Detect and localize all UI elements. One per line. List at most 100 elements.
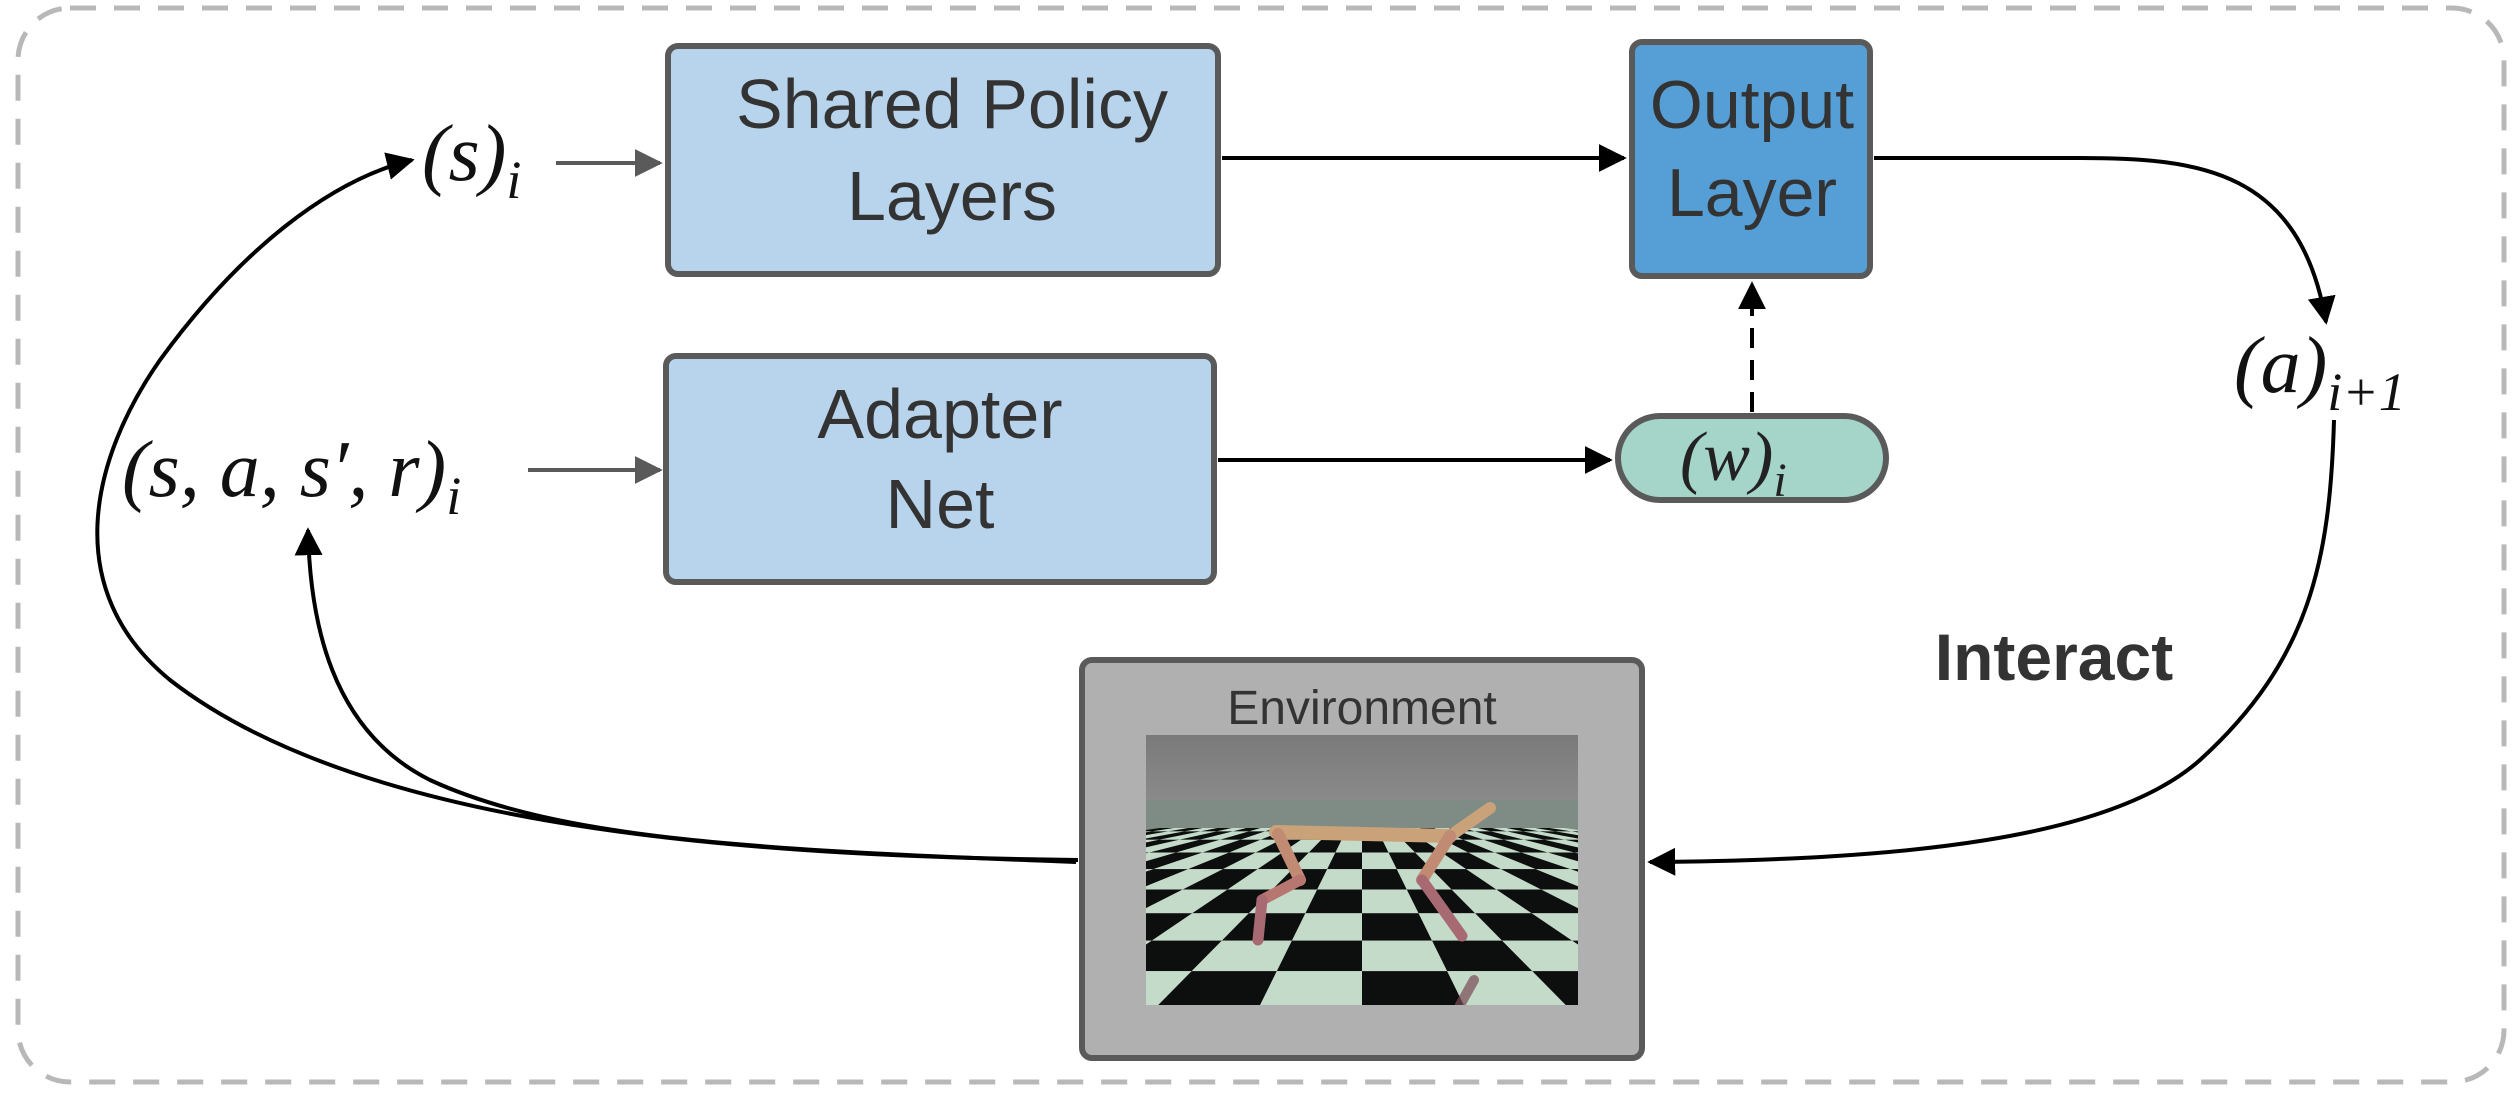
adapter-net-box: Adapter Net (663, 353, 1217, 585)
floor-tile (1308, 839, 1342, 853)
floor-tile (1550, 828, 1578, 832)
floor-tile (596, 941, 802, 972)
floor-tile (1216, 828, 1247, 832)
floor-tile (1852, 941, 2043, 972)
floor-tile (2299, 971, 2520, 1005)
output-layer-line2: Layer (1667, 155, 1837, 231)
floor-tile (1431, 869, 1497, 890)
floor-tile (1642, 941, 1788, 972)
floor-tile (1188, 852, 1256, 870)
floor-tile (1758, 913, 1922, 940)
floor-tile (547, 971, 766, 1005)
floor-tile (740, 889, 914, 913)
floor-tile (1191, 940, 1292, 972)
floor-tile (1222, 852, 1283, 870)
floor-tile (802, 913, 966, 940)
floor-tile (1146, 940, 1222, 972)
floor-tile (942, 913, 1079, 940)
floor-tile (1675, 869, 1810, 889)
floor-tile (38, 971, 340, 1005)
floor-tile (1192, 889, 1273, 914)
floor-tile (1631, 889, 1758, 913)
floor-tile (1958, 971, 2177, 1005)
floor-tile (966, 889, 1093, 913)
floor-tile (1146, 831, 1169, 836)
floor-tile (1744, 869, 1899, 889)
arrow-output-to-action (1874, 156, 2336, 325)
floor-tile (1502, 940, 1578, 972)
floor-tile (1146, 889, 1183, 909)
floor-tile (1146, 852, 1203, 870)
floor-tile (2384, 971, 2520, 1005)
floor-tile (1159, 831, 1217, 840)
floor-tile (1483, 839, 1548, 853)
shared-policy-line2: Layers (847, 157, 1057, 235)
floor-tile (1146, 971, 1192, 1005)
floor-tile (2098, 913, 2343, 940)
floor-tile (1282, 839, 1322, 853)
floor-tile (1292, 852, 1336, 870)
floor-tile (1571, 831, 1578, 833)
floor-tile (1640, 869, 1765, 889)
floor-tile (853, 889, 1004, 913)
adapter-net-line2: Net (886, 465, 995, 543)
floor-tile (1712, 941, 1873, 972)
floor-tile (1146, 852, 1150, 854)
floor-tile (1815, 913, 1993, 940)
environment-simulation-image (38, 735, 2520, 1005)
floor-tile (1524, 839, 1578, 853)
floor-tile (1984, 913, 2202, 940)
floor-tile (1944, 889, 2154, 913)
floor-tile (1504, 839, 1575, 853)
outer-frame (15, 5, 2507, 1085)
floor-tile (936, 941, 1082, 972)
floor-tile (1507, 831, 1565, 840)
floor-tile (2273, 941, 2520, 972)
floor-tile (735, 869, 910, 889)
floor-tile (1873, 971, 2075, 1005)
floor-tile (381, 913, 626, 940)
floor-tile (521, 913, 739, 940)
arrow-action-to-environment (1647, 419, 2336, 876)
floor-tile (340, 941, 591, 972)
floor-tile (1362, 940, 1448, 972)
floor-tile (1168, 828, 1203, 832)
floor-tile (1146, 831, 1185, 839)
floor-tile (1441, 852, 1502, 870)
floor-tile (1179, 831, 1233, 840)
floor-tile (1492, 828, 1524, 832)
floor-tile (1146, 869, 1189, 887)
floor-tile (2469, 971, 2520, 1005)
floor-tile (1703, 971, 1872, 1005)
arrow-environment-to-transition (294, 527, 1077, 864)
adapter-net-line1: Adapter (817, 375, 1062, 453)
floor-tile (1229, 839, 1281, 853)
floor-tile (1146, 869, 1154, 872)
floor-tile (1645, 913, 1782, 940)
floor-tile (1158, 971, 1277, 1005)
floor-tile (1564, 839, 1578, 843)
floor-tile (1676, 889, 1815, 913)
floor-tile (1249, 828, 1276, 832)
floor-tile (1531, 913, 1578, 941)
floor-tile (1402, 839, 1442, 853)
floor-tile (824, 869, 979, 889)
floor-tile (445, 971, 680, 1005)
floor-tile (1305, 889, 1362, 914)
floor-tile (1335, 839, 1362, 853)
floor-tile (1521, 852, 1578, 870)
floor-tile (731, 913, 909, 940)
floor-tile (1494, 852, 1571, 870)
floor-tile (570, 889, 780, 913)
walker-robot (1252, 802, 1496, 1005)
floor-tile (1466, 869, 1542, 890)
floor-tile (796, 889, 959, 913)
shared-policy-layers-box: Shared Policy Layers (665, 43, 1221, 277)
floor-tile (649, 971, 851, 1005)
floor-tile (1547, 852, 1578, 862)
floor-tile (1765, 889, 1928, 913)
floor-tile (869, 869, 1014, 889)
floor-tile (1146, 828, 1174, 832)
floor-tile (1362, 889, 1419, 914)
